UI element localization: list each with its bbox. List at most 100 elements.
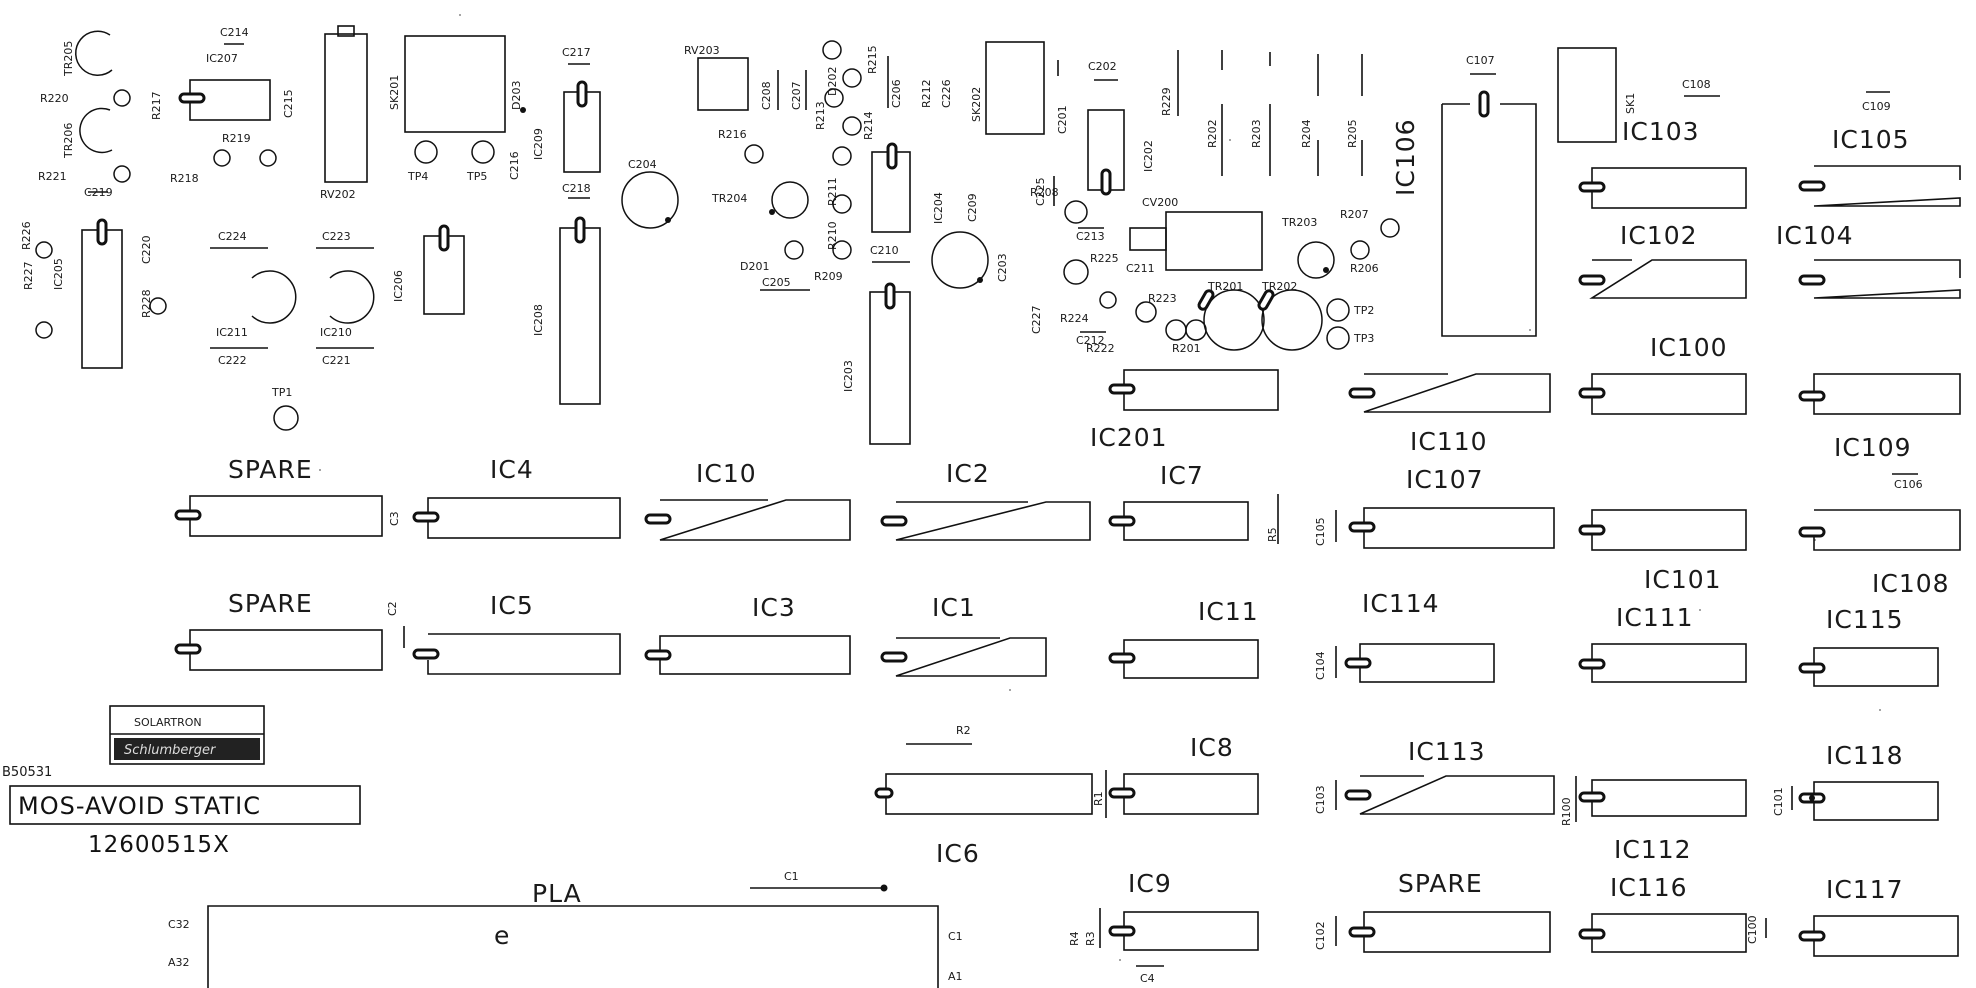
ic103: IC103	[1578, 117, 1747, 209]
label-r213: R213	[814, 101, 827, 130]
label-r5: R5	[1266, 527, 1279, 542]
label-r2: R2	[956, 724, 971, 737]
label-ic210: IC210	[320, 326, 352, 339]
pla-socket: PLA e C32 A32 C1 A1	[168, 879, 963, 988]
label-tr202: TR202	[1261, 280, 1297, 293]
label-r225: R225	[1090, 252, 1119, 265]
ic100: IC100	[1578, 333, 1747, 415]
ic110: IC110	[1348, 373, 1551, 456]
label-ic112: IC112	[1614, 835, 1692, 864]
ic116: IC116	[1578, 873, 1747, 953]
ic7: IC7 R5	[1108, 461, 1279, 544]
label-r227: R227	[22, 261, 35, 290]
label-c107: C107	[1466, 54, 1495, 67]
label-r3: R3	[1084, 931, 1097, 946]
label-r219: R219	[222, 132, 251, 145]
label-ic202: IC202	[1142, 140, 1155, 172]
label-c214: C214	[220, 26, 249, 39]
label-c202: C202	[1088, 60, 1117, 73]
ic109: IC109 C106	[1798, 433, 1961, 551]
ic203-package: IC203	[842, 282, 911, 445]
label-c209: C209	[966, 193, 979, 222]
label-c207: C207	[790, 81, 803, 110]
label-ic113: IC113	[1408, 737, 1486, 766]
ic108: IC108	[1872, 569, 1950, 598]
label-tr205: TR205	[62, 41, 75, 77]
label-spare2: SPARE	[228, 589, 313, 618]
resistor-r221: R221	[38, 165, 131, 183]
label-cv200: CV200	[1142, 196, 1178, 209]
transistor-group-tr201-tr203: C225 R208 C213 R225 C211 CV200 R224 C227…	[1030, 176, 1400, 355]
label-ic207: IC207	[206, 52, 238, 65]
label-c105: C105	[1314, 517, 1327, 546]
label-r229: R229	[1160, 87, 1173, 116]
label-c106: C106	[1894, 478, 1923, 491]
label-r220: R220	[40, 92, 69, 105]
label-ic108: IC108	[1872, 569, 1950, 598]
label-c213: C213	[1076, 230, 1105, 243]
connector-sk1: SK1	[1557, 47, 1637, 143]
ic118: IC118 C101	[1772, 741, 1939, 821]
label-ic109: IC109	[1834, 433, 1912, 462]
transistor-tr206: TR206	[62, 107, 113, 159]
label-pla: PLA	[532, 879, 582, 908]
ic8-group: R2 R1 IC8 IC6	[874, 724, 1259, 868]
label-c223: C223	[322, 230, 351, 243]
label-ic111: IC111	[1616, 603, 1694, 632]
label-d203: D203	[510, 81, 523, 110]
label-tr203: TR203	[1281, 216, 1317, 229]
ic5: IC5	[412, 591, 621, 675]
label-tp3: TP3	[1353, 332, 1374, 345]
trimmer-rv203: RV203	[684, 44, 749, 111]
transistor-tr204: TR204	[711, 181, 809, 219]
label-ic206: IC206	[392, 270, 405, 302]
label-c109: C109	[1862, 100, 1891, 113]
label-r205: R205	[1346, 119, 1359, 148]
label-c204: C204	[628, 158, 657, 171]
label-c212: C212	[1076, 334, 1105, 347]
diodes-d202-r213: R213 D202 R215 R214	[814, 40, 879, 140]
label-ic5: IC5	[490, 591, 534, 620]
label-tp5: TP5	[466, 170, 487, 183]
label-r218: R218	[170, 172, 199, 185]
ic104: IC104	[1776, 221, 1961, 299]
label-ic9: IC9	[1128, 869, 1172, 898]
label-tr206: TR206	[62, 123, 75, 159]
label-c222: C222	[218, 354, 247, 367]
label-r203: R203	[1250, 119, 1263, 148]
background-speckle	[319, 14, 1881, 961]
ic115: IC115	[1798, 605, 1939, 687]
label-part-number: B50531	[2, 765, 52, 780]
label-pla-a1: A1	[948, 970, 963, 983]
label-ic118: IC118	[1826, 741, 1904, 770]
label-c216: C216	[508, 151, 521, 180]
label-rv203: RV203	[684, 44, 720, 57]
label-sk202: SK202	[970, 87, 983, 122]
ic207-package: C214 IC207 C215	[178, 26, 295, 121]
label-c102: C102	[1314, 921, 1327, 950]
label-ic205: IC205	[52, 258, 65, 290]
label-c224: C224	[218, 230, 247, 243]
label-ic2: IC2	[946, 459, 990, 488]
label-ic10: IC10	[696, 459, 757, 488]
label-c210: C210	[870, 244, 899, 257]
label-r221: R221	[38, 170, 67, 183]
diode-d201: D201 C205	[740, 240, 810, 291]
label-c221: C221	[322, 354, 351, 367]
label-r214: R214	[862, 111, 875, 140]
label-r226: R226	[20, 221, 33, 250]
ic210-package: C223 IC210 C221	[316, 230, 375, 367]
ic-spare3: SPARE C102	[1314, 869, 1551, 953]
label-c201: C201	[1056, 105, 1069, 134]
label-ic100: IC100	[1650, 333, 1728, 362]
label-tp2: TP2	[1353, 304, 1374, 317]
ic-right-row3	[1798, 373, 1961, 415]
label-r1: R1	[1092, 791, 1105, 806]
label-ic4: IC4	[490, 455, 534, 484]
label-r215: R215	[866, 45, 879, 74]
label-tp1: TP1	[271, 386, 292, 399]
label-r204: R204	[1300, 119, 1313, 148]
label-pla-mark: e	[494, 921, 510, 950]
resistor-r210-pad	[832, 194, 852, 214]
label-ic114: IC114	[1362, 589, 1440, 618]
